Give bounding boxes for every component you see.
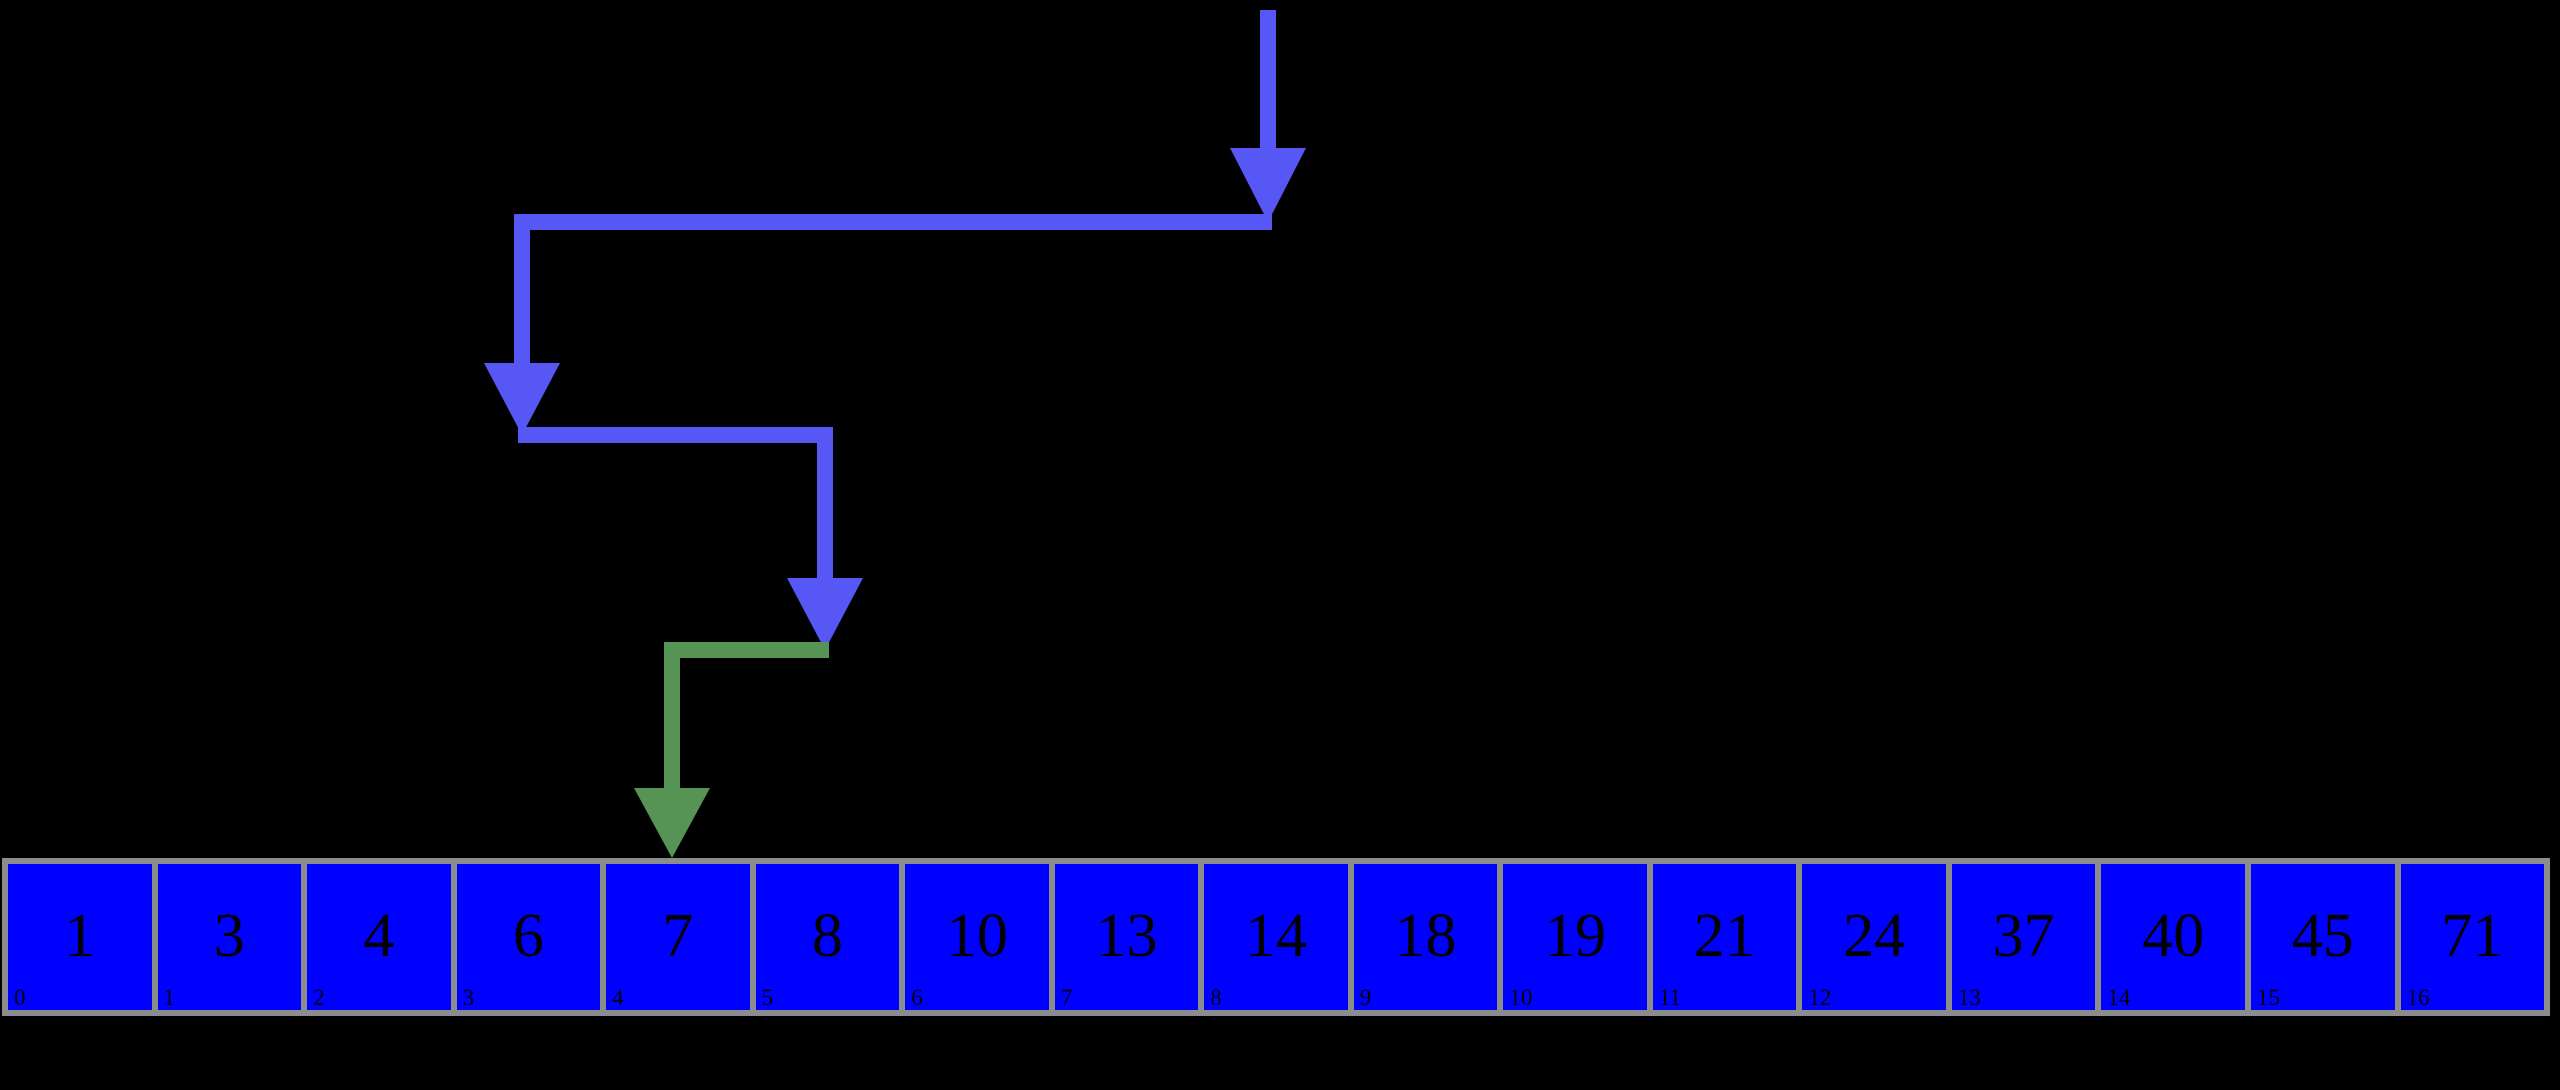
array-cell-index: 9 [1359, 985, 1372, 1010]
array-cell-index: 11 [1658, 985, 1681, 1010]
array-cell-index: 2 [313, 985, 325, 1010]
array-cell-value: 19 [1544, 901, 1607, 970]
probe-arrow-1 [1230, 10, 1306, 222]
array-cell-value: 6 [512, 901, 544, 970]
array-cell-value: 14 [1245, 901, 1308, 970]
array-cell-index: 14 [2107, 985, 2131, 1010]
array-cell[interactable]: 24 12 [1802, 864, 1946, 1010]
array-cell[interactable]: 40 14 [2101, 864, 2245, 1010]
array-cell-index: 16 [2406, 985, 2430, 1010]
array-cell-index: 1 [163, 985, 176, 1010]
array-cell-index: 13 [1957, 985, 1981, 1010]
array-cell-value: 13 [1095, 901, 1158, 970]
array-cell[interactable]: 71 16 [2400, 864, 2545, 1010]
array-cell-value: 37 [1992, 901, 2055, 970]
array-cell-index: 15 [2256, 985, 2280, 1010]
array-cell-value: 7 [662, 901, 694, 970]
array-cell-value: 4 [363, 901, 395, 970]
array-cell-value: 1 [64, 901, 96, 970]
array-cell[interactable]: 13 7 [1054, 864, 1199, 1010]
array-cell-index: 5 [761, 985, 774, 1010]
array-cell-index: 6 [911, 985, 923, 1010]
probe-arrow-3 [518, 427, 863, 650]
array-cell[interactable]: 14 8 [1204, 864, 1348, 1010]
array-cell-value: 3 [213, 901, 245, 970]
array-cell-value: 45 [2291, 901, 2354, 970]
array-cell-value: 40 [2142, 901, 2205, 970]
array-cell[interactable]: 18 9 [1353, 864, 1498, 1010]
array-cell-index: 3 [462, 985, 475, 1010]
array-cell-value: 21 [1693, 901, 1756, 970]
array-cell-index: 7 [1060, 985, 1073, 1010]
array-cell-index: 4 [612, 985, 624, 1010]
probe-arrow-2 [484, 214, 1272, 435]
array-cell-value: 71 [2441, 901, 2504, 970]
found-arrow [634, 642, 829, 858]
array-cell[interactable]: 21 11 [1652, 864, 1797, 1010]
array-cell-value: 18 [1394, 901, 1457, 970]
array-cell-index: 12 [1808, 985, 1832, 1010]
array-cell-value: 24 [1843, 901, 1906, 970]
array-cell-value: 10 [945, 901, 1008, 970]
array-cell-index: 10 [1509, 985, 1533, 1010]
array-cell-index: 0 [14, 985, 26, 1010]
array-cell-value: 8 [811, 901, 843, 970]
array-cell-index: 8 [1210, 985, 1222, 1010]
array-cell[interactable]: 37 13 [1951, 864, 2096, 1010]
array-cell[interactable]: 45 15 [2250, 864, 2395, 1010]
array-cell[interactable]: 10 6 [905, 864, 1049, 1010]
